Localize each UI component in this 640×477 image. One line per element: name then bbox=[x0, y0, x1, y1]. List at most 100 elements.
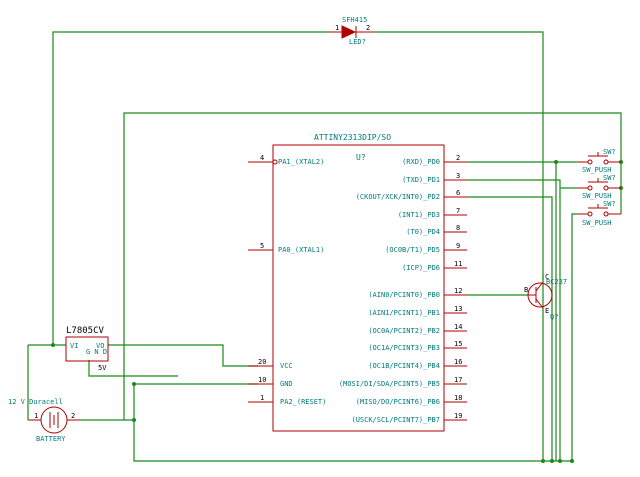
attiny-chip: ATTINY2313DIP/SO U? 4 PA1_(XTAL2) 5 PA0_… bbox=[248, 133, 467, 432]
pin-number: 7 bbox=[456, 207, 460, 215]
pin-number: 13 bbox=[454, 305, 462, 313]
pin-clock-marker bbox=[272, 159, 278, 165]
wire-pd2-sw bbox=[571, 213, 577, 461]
switch-value: SW_PUSH bbox=[582, 166, 612, 174]
pin-number: 10 bbox=[258, 376, 266, 384]
pin-label: (OC1A/PCINT3)_PB3 bbox=[368, 344, 440, 352]
regulator-gnd: G N D bbox=[86, 348, 107, 356]
switch-contact bbox=[603, 211, 609, 217]
battery-pin2: 2 bbox=[71, 412, 75, 420]
chip-name: ATTINY2313DIP/SO bbox=[314, 133, 391, 142]
pin-label: (ICP)_PD6 bbox=[402, 264, 440, 272]
pin-label: GND bbox=[280, 380, 293, 388]
junction-dot bbox=[554, 160, 558, 164]
wire-gnd-bottom bbox=[133, 384, 572, 462]
junction-dot bbox=[541, 459, 545, 463]
switch-value: SW_PUSH bbox=[582, 219, 612, 227]
pin-label: (RXD)_PD0 bbox=[402, 158, 440, 166]
pin-label: PA2_(RESET) bbox=[280, 398, 326, 406]
wire-led-right bbox=[375, 31, 544, 461]
battery-value: 12 V Duracell bbox=[8, 398, 63, 406]
transistor-c: C bbox=[545, 273, 549, 281]
pin-label: VCC bbox=[280, 362, 293, 370]
switch-3: SW? SW_PUSH bbox=[577, 200, 621, 227]
regulator-name: L7805CV bbox=[66, 326, 105, 336]
switch-1: SW? SW_PUSH bbox=[577, 148, 621, 174]
pin-label: (AIN1/PCINT1)_PB1 bbox=[368, 309, 440, 317]
transistor-emitter bbox=[535, 298, 544, 309]
pin-label: (MISO/DO/PCINT6)_PB6 bbox=[356, 398, 440, 406]
transistor-ref: Q? bbox=[550, 313, 558, 321]
regulator-body bbox=[65, 336, 109, 362]
led-ref: LED? bbox=[349, 38, 366, 46]
wire-pd1 bbox=[467, 179, 561, 461]
pin-number: 6 bbox=[456, 189, 460, 197]
switch-contact bbox=[587, 211, 593, 217]
pin-label: (USCK/SCL/PCINT7)_PB7 bbox=[351, 416, 440, 424]
wire-pd2 bbox=[467, 196, 553, 461]
battery-ref: BATTERY bbox=[36, 435, 66, 443]
switch-contact bbox=[603, 185, 609, 191]
pin-label: PA1_(XTAL2) bbox=[278, 158, 324, 166]
switch-contact bbox=[587, 159, 593, 165]
pin-label: (CKOUT/XCK/INT0)_PD2 bbox=[356, 193, 440, 201]
pin-number: 18 bbox=[454, 394, 462, 402]
junction-dot bbox=[51, 343, 55, 347]
transistor-value: BC237 bbox=[546, 278, 567, 286]
battery-component: 12 V Duracell BATTERY 1 2 bbox=[8, 398, 80, 443]
pin-label: (OC0B/T1)_PD5 bbox=[385, 246, 440, 254]
pin-label: (TXD)_PD1 bbox=[402, 176, 440, 184]
regulator-output: 5V bbox=[98, 364, 107, 372]
transistor-component: BC237 Q? B C E bbox=[524, 273, 567, 321]
pin-number: 12 bbox=[454, 287, 462, 295]
junction-dot bbox=[132, 418, 136, 422]
pin-number: 11 bbox=[454, 260, 462, 268]
pin-number: 19 bbox=[454, 412, 462, 420]
wires bbox=[27, 31, 622, 462]
switch-contact bbox=[587, 185, 593, 191]
led-pin2: 2 bbox=[366, 24, 370, 32]
right-pins: 2 (RXD)_PD0 3 (TXD)_PD1 6 (CKOUT/XCK/INT… bbox=[339, 154, 467, 424]
pin-label: (MOSI/DI/SDA/PCINT5)_PB5 bbox=[339, 380, 440, 388]
pin-label: (INT1)_PD3 bbox=[398, 211, 440, 219]
pin-number: 17 bbox=[454, 376, 462, 384]
pin-label: (AIN0/PCINT0)_PB0 bbox=[368, 291, 440, 299]
transistor-b: B bbox=[524, 286, 528, 294]
pin-number: 3 bbox=[456, 172, 460, 180]
led-triangle-icon bbox=[341, 25, 357, 39]
chip-ref: U? bbox=[356, 153, 366, 162]
pin-label: PA0_(XTAL1) bbox=[278, 246, 324, 254]
junction-dot bbox=[558, 459, 562, 463]
pin-number: 20 bbox=[258, 358, 266, 366]
wire-reg-vo bbox=[108, 344, 258, 367]
pin-label: (OC0A/PCINT2)_PB2 bbox=[368, 327, 440, 335]
wire-led-left bbox=[52, 31, 328, 345]
led-component: SFH415 LED? 1 2 bbox=[328, 16, 375, 46]
transistor-e: E bbox=[545, 307, 549, 315]
wire-top-loop bbox=[123, 112, 622, 398]
pin-number: 2 bbox=[456, 154, 460, 162]
switch-ref: SW? bbox=[603, 200, 616, 208]
switch-2: SW? SW_PUSH bbox=[577, 174, 621, 200]
led-pin1: 1 bbox=[335, 24, 339, 32]
pin-label: (OC1B/PCINT4)_PB4 bbox=[368, 362, 440, 370]
junctions bbox=[51, 160, 623, 463]
battery-pin1: 1 bbox=[34, 412, 38, 420]
pin-number: 16 bbox=[454, 358, 462, 366]
chip-body bbox=[272, 144, 445, 432]
junction-dot bbox=[132, 382, 136, 386]
switch-contact bbox=[603, 159, 609, 165]
regulator-component: L7805CV VI VO G N D 5V bbox=[65, 326, 109, 372]
pin-number: 9 bbox=[456, 242, 460, 250]
pin-label: (T0)_PD4 bbox=[406, 228, 440, 236]
pin-number: 1 bbox=[260, 394, 264, 402]
junction-dot bbox=[570, 459, 574, 463]
transistor-collector bbox=[535, 281, 544, 292]
switch-value: SW_PUSH bbox=[582, 192, 612, 200]
regulator-vo: VO bbox=[96, 342, 104, 350]
switch-ref: SW? bbox=[603, 174, 616, 182]
pin-number: 14 bbox=[454, 323, 462, 331]
regulator-vi: VI bbox=[70, 342, 78, 350]
pin-number: 4 bbox=[260, 154, 264, 162]
